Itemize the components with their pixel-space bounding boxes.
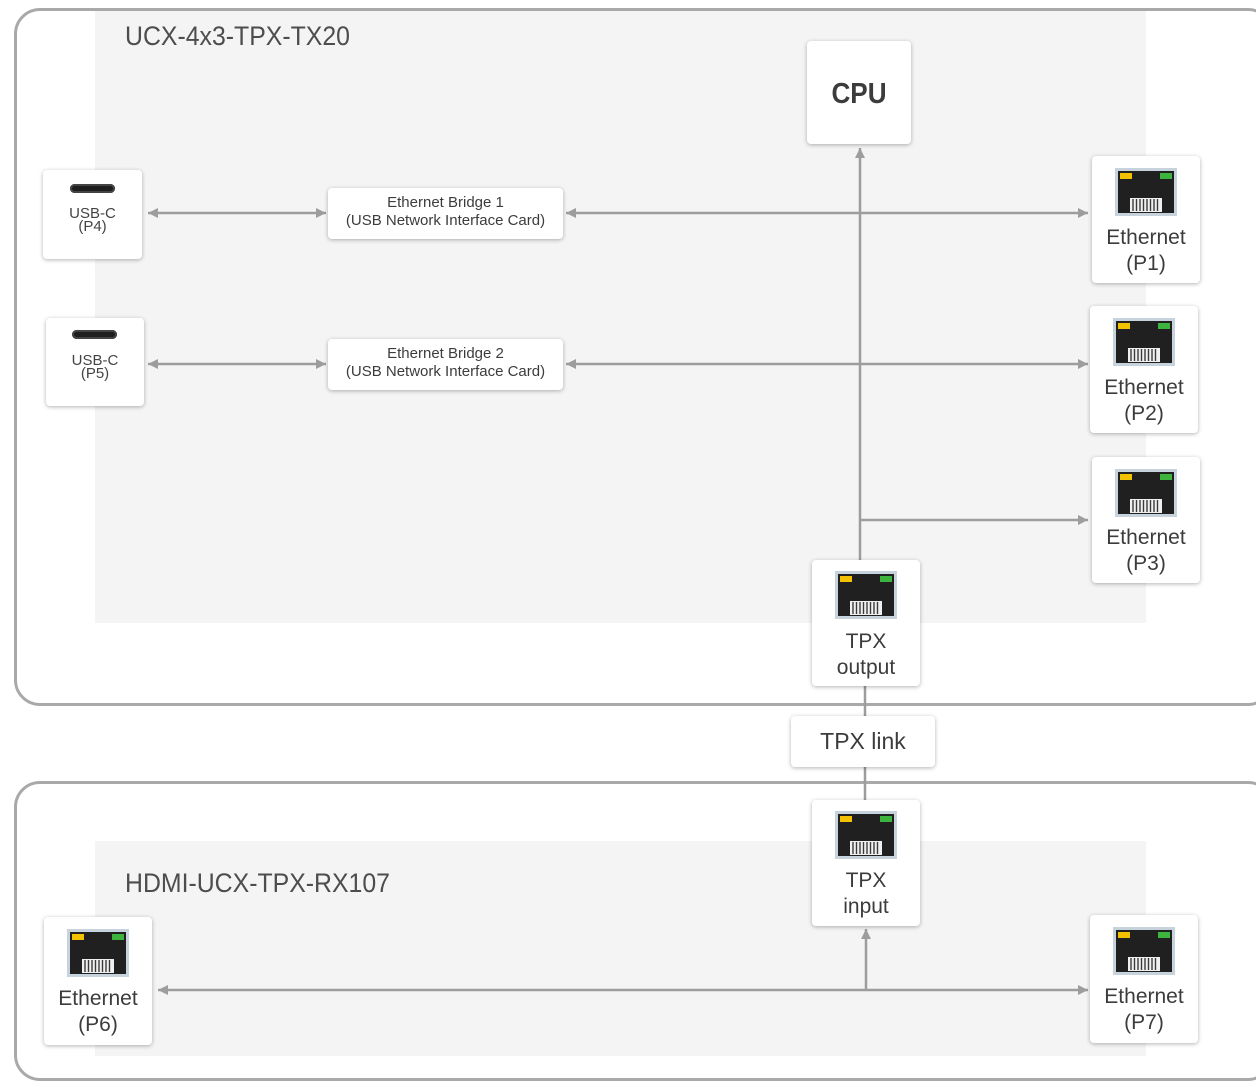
connection-lines [148,148,1088,995]
rj45-port-icon [835,811,897,859]
port-type-label: Ethernet [1104,376,1184,399]
bridge-subtitle: (USB Network Interface Card) [345,363,546,380]
rj45-port-icon [1115,469,1177,517]
port-type-label: Ethernet [1106,226,1186,249]
tpx-input-port: TPX input [812,800,920,926]
port-type-label: Ethernet [1106,526,1186,549]
port-id-label: (P5) [80,365,110,382]
bridge-subtitle: (USB Network Interface Card) [345,212,546,229]
port-id-label: (P1) [1126,252,1166,275]
port-id-label: (P4) [78,218,107,235]
tpx-link-text: TPX link [820,728,906,754]
ethernet-port-p2: Ethernet (P2) [1090,306,1198,433]
usb-c-icon [72,330,117,339]
tpx-link-label: TPX link [791,716,935,767]
ethernet-bridge-2: Ethernet Bridge 2 (USB Network Interface… [328,339,563,390]
receiver-panel [95,841,1146,1056]
usb-c-port-p5: USB-C (P5) [46,318,144,406]
rj45-port-icon [67,929,129,977]
usb-c-icon [70,184,115,193]
ethernet-bridge-1: Ethernet Bridge 1 (USB Network Interface… [328,188,563,239]
bridge-title: Ethernet Bridge 2 [387,345,504,362]
transmitter-title: UCX-4x3-TPX-TX20 [125,21,350,51]
usb-c-label: USB-C [71,352,119,369]
usb-c-label: USB-C [69,205,116,222]
ethernet-port-p6: Ethernet (P6) [44,917,152,1045]
rj45-port-icon [1115,168,1177,216]
receiver-title: HDMI-UCX-TPX-RX107 [125,868,391,898]
ethernet-port-p7: Ethernet (P7) [1090,915,1198,1043]
tpx-output-port: TPX output [812,560,920,686]
port-id-label: (P2) [1124,402,1164,425]
usb-c-port-p4: USB-C (P4) [43,170,142,259]
port-type-label: Ethernet [58,987,138,1010]
cpu-box: CPU [807,41,911,144]
port-id-label: (P7) [1124,1011,1164,1034]
bridge-title: Ethernet Bridge 1 [387,194,504,211]
rj45-port-icon [1113,318,1175,366]
cpu-label: CPU [831,78,887,110]
rj45-port-icon [835,571,897,619]
port-role-label: output [836,656,896,679]
ethernet-port-p3: Ethernet (P3) [1092,457,1200,583]
ethernet-port-p1: Ethernet (P1) [1092,156,1200,283]
port-type-label: Ethernet [1104,985,1184,1008]
port-role-label: input [843,895,889,918]
port-type-label: TPX [845,630,887,653]
port-type-label: TPX [845,869,887,892]
rj45-port-icon [1113,927,1175,975]
port-id-label: (P6) [78,1013,118,1036]
port-id-label: (P3) [1126,552,1166,575]
